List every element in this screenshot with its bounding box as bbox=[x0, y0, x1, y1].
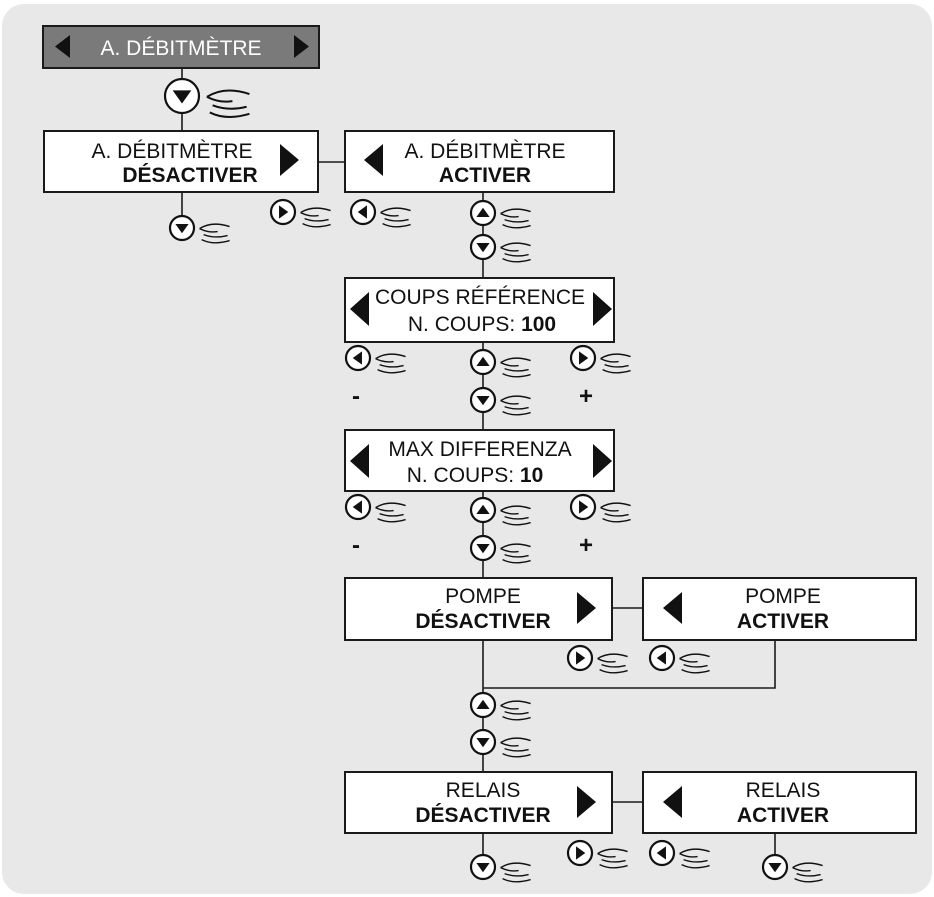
up-arrow-button-icon bbox=[469, 199, 532, 229]
box-label-line1: A. DÉBITMÈTRE bbox=[91, 140, 252, 163]
box-label-line2: DÉSACTIVER bbox=[122, 164, 257, 187]
counter-value: 100 bbox=[521, 313, 556, 336]
up-arrow-button-icon bbox=[469, 691, 532, 721]
box-pompe-desactiver: POMPE DÉSACTIVER bbox=[344, 577, 613, 641]
right-arrow-icon bbox=[593, 292, 612, 326]
box-label-line2: DÉSACTIVER bbox=[415, 610, 550, 633]
down-arrow-button-icon bbox=[469, 233, 532, 263]
box-label-line2: ACTIVER bbox=[737, 804, 829, 827]
box-label-line2: DÉSACTIVER bbox=[415, 804, 550, 827]
counter-value: 10 bbox=[520, 464, 543, 487]
right-arrow-button-icon bbox=[566, 644, 629, 674]
down-arrow-button-icon bbox=[469, 853, 532, 883]
left-arrow-icon bbox=[663, 786, 682, 818]
right-arrow-button-icon bbox=[569, 493, 632, 523]
box-pompe-activer: POMPE ACTIVER bbox=[642, 577, 917, 641]
box-label-line1: RELAIS bbox=[446, 779, 521, 802]
right-arrow-button-icon bbox=[269, 198, 332, 228]
header-menu-item: A. DÉBITMÈTRE bbox=[42, 25, 320, 69]
right-arrow-icon bbox=[593, 444, 612, 478]
left-arrow-icon bbox=[364, 144, 383, 176]
left-arrow-icon bbox=[663, 592, 682, 624]
left-arrow-button-icon bbox=[648, 839, 711, 869]
box-relais-activer: RELAIS ACTIVER bbox=[642, 771, 917, 834]
right-arrow-button-icon bbox=[566, 839, 629, 869]
left-arrow-button-icon bbox=[344, 344, 407, 374]
box-relais-desactiver: RELAIS DÉSACTIVER bbox=[344, 771, 613, 834]
box-label-line1: POMPE bbox=[445, 585, 521, 608]
box-label-line1: RELAIS bbox=[746, 779, 821, 802]
right-arrow-icon bbox=[577, 786, 596, 818]
up-arrow-button-icon bbox=[469, 496, 532, 526]
box-coups-reference: COUPS RÉFÉRENCE N. COUPS: 100 bbox=[344, 277, 615, 343]
box-label-line2: N. COUPS: 10 bbox=[407, 464, 544, 487]
header-left-arrow-icon bbox=[55, 35, 70, 58]
box-label-line1: COUPS RÉFÉRENCE bbox=[375, 286, 585, 309]
box-label-line2: ACTIVER bbox=[439, 164, 531, 187]
header-title: A. DÉBITMÈTRE bbox=[100, 37, 261, 60]
down-arrow-button-icon bbox=[469, 386, 532, 416]
down-arrow-button-icon bbox=[469, 534, 532, 564]
right-arrow-icon bbox=[577, 592, 596, 624]
header-right-arrow-icon bbox=[294, 35, 309, 58]
box-max-differenza: MAX DIFFERENZA N. COUPS: 10 bbox=[344, 429, 615, 492]
box-debitmetre-activer: A. DÉBITMÈTRE ACTIVER bbox=[344, 130, 615, 193]
counter-label: N. COUPS: bbox=[408, 313, 521, 336]
left-arrow-button-icon bbox=[349, 198, 412, 228]
minus-sign: - bbox=[352, 383, 360, 410]
down-arrow-button-icon bbox=[163, 77, 251, 118]
minus-sign: - bbox=[352, 532, 360, 559]
plus-sign: + bbox=[579, 532, 593, 559]
up-arrow-button-icon bbox=[469, 348, 532, 378]
plus-sign: + bbox=[579, 383, 593, 410]
box-label-line1: A. DÉBITMÈTRE bbox=[404, 140, 565, 163]
right-arrow-icon bbox=[280, 144, 299, 176]
box-label-line1: MAX DIFFERENZA bbox=[388, 438, 571, 461]
box-debitmetre-desactiver: A. DÉBITMÈTRE DÉSACTIVER bbox=[43, 130, 319, 193]
box-label-line1: POMPE bbox=[745, 585, 821, 608]
left-arrow-button-icon bbox=[344, 493, 407, 523]
left-arrow-icon bbox=[350, 292, 369, 326]
right-arrow-button-icon bbox=[569, 344, 632, 374]
left-arrow-icon bbox=[350, 444, 369, 478]
counter-label: N. COUPS: bbox=[407, 464, 520, 487]
down-arrow-button-icon bbox=[168, 214, 231, 244]
left-arrow-button-icon bbox=[648, 644, 711, 674]
box-label-line2: N. COUPS: 100 bbox=[408, 313, 556, 336]
down-arrow-button-icon bbox=[469, 728, 532, 758]
box-label-line2: ACTIVER bbox=[737, 610, 829, 633]
down-arrow-button-icon bbox=[761, 853, 824, 883]
